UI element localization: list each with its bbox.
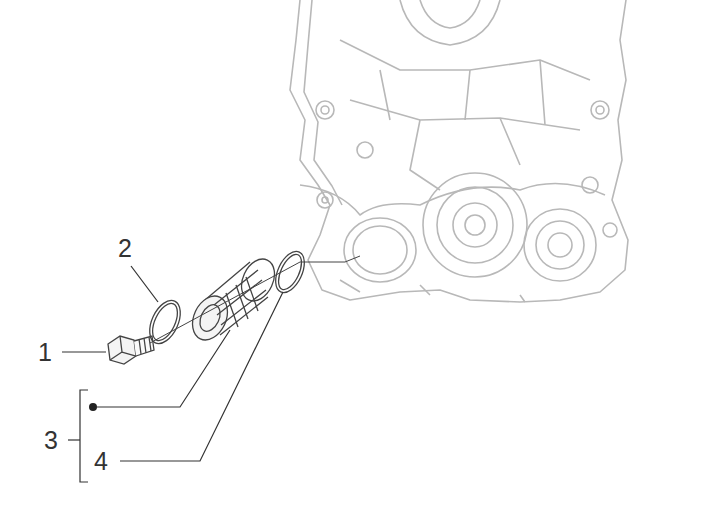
parts bbox=[108, 247, 360, 364]
group-dot bbox=[89, 403, 97, 411]
crankcase-drawing bbox=[290, 0, 628, 302]
callout-number: 2 bbox=[118, 236, 132, 261]
leader-lines bbox=[62, 266, 283, 482]
callout-number: 3 bbox=[44, 428, 58, 453]
callout-number: 4 bbox=[94, 449, 108, 474]
callout-number: 1 bbox=[38, 340, 52, 365]
